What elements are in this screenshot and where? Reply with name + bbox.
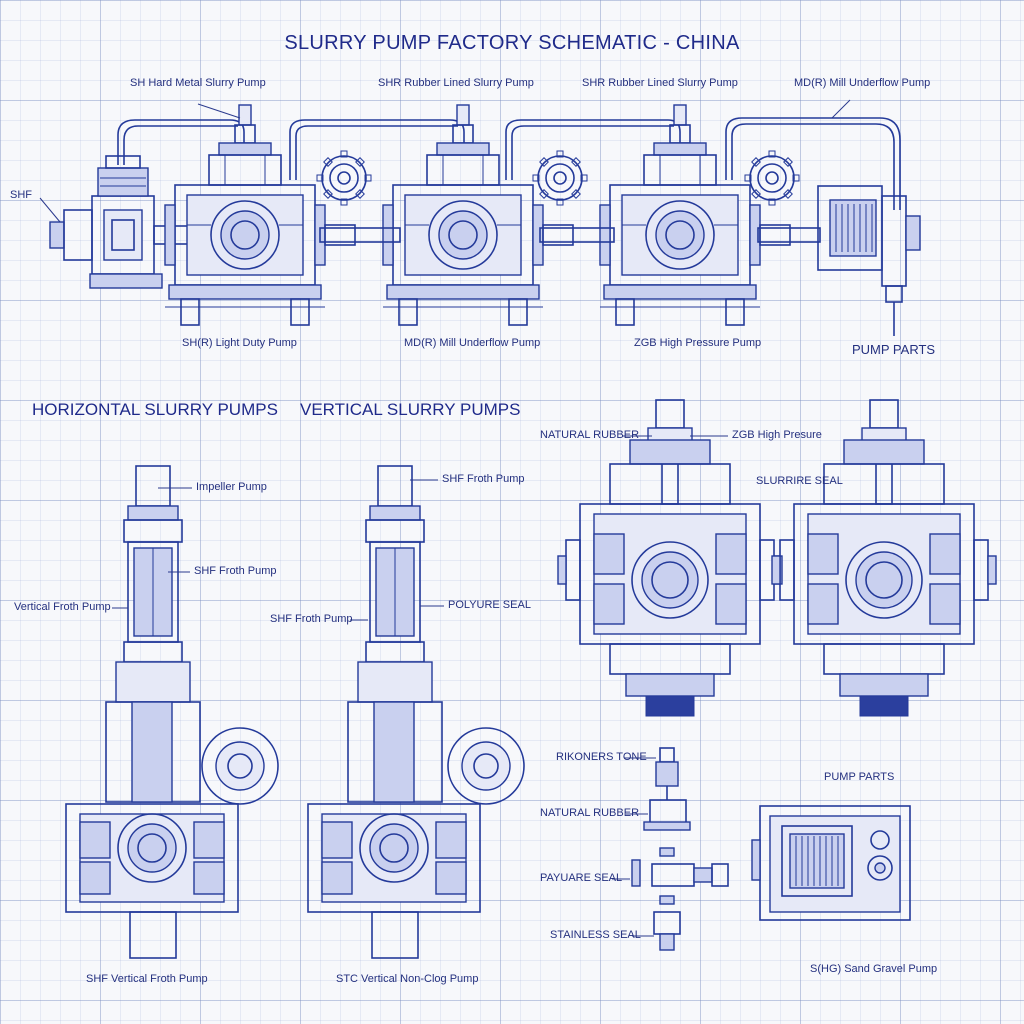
label-payuare-seal: PAYUARE SEAL bbox=[540, 872, 623, 884]
label-sand-gravel: S(HG) Sand Gravel Pump bbox=[810, 963, 938, 975]
label-md-mill-top: MD(R) Mill Underflow Pump bbox=[794, 77, 931, 89]
label-impeller-pump: Impeller Pump bbox=[196, 481, 267, 493]
label-vertical-froth: Vertical Froth Pump bbox=[14, 601, 111, 613]
label-md-mill-bottom: MD(R) Mill Underflow Pump bbox=[404, 337, 541, 349]
heading-horizontal: HORIZONTAL SLURRY PUMPS bbox=[32, 400, 278, 419]
label-zgb-high-presure: ZGB High Presure bbox=[732, 429, 822, 441]
label-shf-vertical-froth: SHF Vertical Froth Pump bbox=[86, 973, 208, 985]
label-zgb-high: ZGB High Pressure Pump bbox=[634, 337, 762, 349]
label-sh-light-duty: SH(R) Light Duty Pump bbox=[182, 337, 297, 349]
page-title: SLURRY PUMP FACTORY SCHEMATIC - CHINA bbox=[284, 32, 740, 54]
label-pump-parts-top: PUMP PARTS bbox=[852, 342, 936, 357]
label-shf-froth-left: SHF Froth Pump bbox=[194, 565, 277, 577]
label-shf-froth-top-right: SHF Froth Pump bbox=[442, 473, 525, 485]
label-slurrire-seal: SLURRIRE SEAL bbox=[756, 475, 843, 487]
heading-vertical: VERTICAL SLURRY PUMPS bbox=[300, 400, 521, 419]
label-natural-rubber-bottom: NATURAL RUBBER bbox=[540, 807, 640, 819]
label-shf-froth-right: SHF Froth Pump bbox=[270, 613, 353, 625]
label-polyure-seal: POLYURE SEAL bbox=[448, 599, 531, 611]
label-natural-rubber-top: NATURAL RUBBER bbox=[540, 429, 640, 441]
label-shr-rubber-1: SHR Rubber Lined Slurry Pump bbox=[378, 77, 534, 89]
label-stc-non-clog: STC Vertical Non-Clog Pump bbox=[336, 973, 479, 985]
label-stainless-seal: STAINLESS SEAL bbox=[550, 929, 641, 941]
label-pump-parts-bottom: PUMP PARTS bbox=[824, 771, 895, 783]
label-sh-hard-metal: SH Hard Metal Slurry Pump bbox=[130, 77, 266, 89]
label-shr-rubber-2: SHR Rubber Lined Slurry Pump bbox=[582, 77, 738, 89]
label-rikoners-tone: RIKONERS TONE bbox=[556, 751, 647, 763]
label-shf: SHF bbox=[10, 189, 32, 201]
